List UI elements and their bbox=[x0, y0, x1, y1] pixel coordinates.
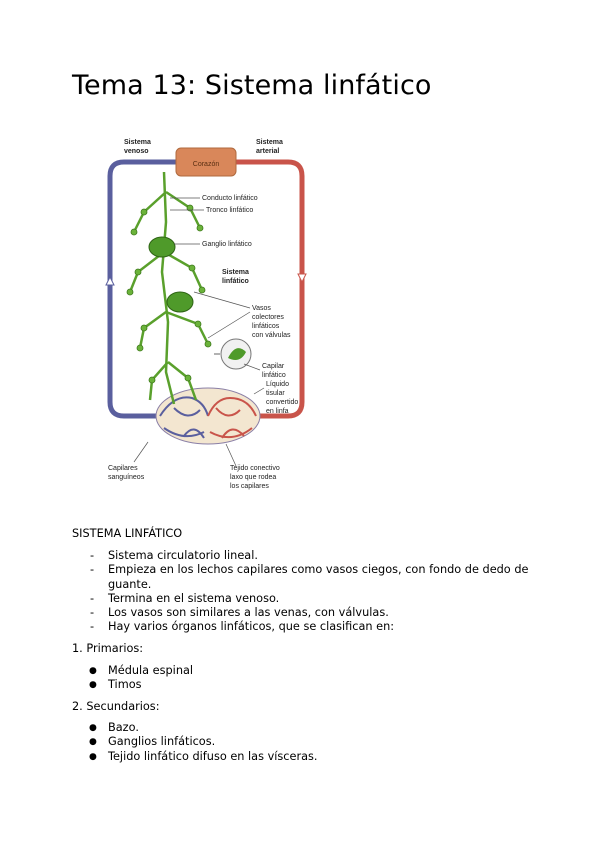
page-title: Tema 13: Sistema linfático bbox=[72, 70, 432, 101]
heart-box bbox=[175, 147, 237, 177]
svg-text:Líquido: Líquido bbox=[266, 381, 289, 388]
svg-text:Sistema: Sistema bbox=[222, 269, 249, 276]
svg-text:los capilares: los capilares bbox=[230, 483, 269, 490]
dash-marker: - bbox=[90, 549, 95, 562]
list-item: -Los vasos son similares a las venas, co… bbox=[90, 606, 389, 620]
svg-text:Tejido conectivo: Tejido conectivo bbox=[230, 465, 280, 472]
svg-text:tisular: tisular bbox=[266, 390, 285, 397]
svg-text:colectores: colectores bbox=[252, 314, 284, 321]
venous-vessel bbox=[107, 159, 176, 419]
svg-text:Sistema: Sistema bbox=[256, 139, 283, 146]
svg-text:arterial: arterial bbox=[256, 148, 279, 155]
secundarios-list: ●Bazo. ●Ganglios linfáticos. ●Tejido lin… bbox=[88, 721, 318, 764]
svg-text:sanguíneos: sanguíneos bbox=[108, 474, 145, 481]
svg-text:Ganglio linfático: Ganglio linfático bbox=[202, 241, 252, 248]
dash-marker: - bbox=[90, 606, 95, 620]
svg-text:Capilares: Capilares bbox=[108, 465, 138, 472]
svg-text:Capilar: Capilar bbox=[262, 363, 285, 370]
bullet-marker: ● bbox=[89, 723, 97, 733]
bullet-marker: ● bbox=[89, 751, 97, 762]
bullet-marker: ● bbox=[89, 680, 97, 691]
list-item: ●Timos bbox=[89, 678, 142, 692]
list-item: -Sistema circulatorio lineal. bbox=[90, 549, 258, 562]
svg-text:laxo que rodea: laxo que rodea bbox=[230, 474, 276, 481]
arterial-vessel bbox=[236, 159, 305, 419]
lymphatic-system-diagram: Corazón bbox=[104, 132, 318, 494]
bullet-marker: ● bbox=[89, 666, 97, 676]
svg-text:Vasos: Vasos bbox=[252, 305, 271, 312]
dash-list: -Sistema circulatorio lineal. -Empieza e… bbox=[88, 549, 538, 635]
lymph-node bbox=[166, 291, 194, 313]
svg-text:con válvulas: con válvulas bbox=[252, 332, 291, 339]
svg-text:Conducto linfático: Conducto linfático bbox=[202, 195, 258, 202]
dash-marker: - bbox=[90, 563, 95, 577]
list-item: ●Médula espinal bbox=[89, 664, 194, 677]
list-item: ●Tejido linfático difuso en las vísceras… bbox=[89, 749, 318, 763]
svg-text:convertido: convertido bbox=[266, 399, 298, 406]
svg-text:Tronco linfático: Tronco linfático bbox=[206, 207, 253, 214]
list-item: -Termina en el sistema venoso. bbox=[90, 591, 280, 605]
list-item: -Hay varios órganos linfáticos, que se c… bbox=[90, 620, 395, 634]
svg-text:linfático: linfático bbox=[262, 372, 286, 379]
svg-text:Corazón: Corazón bbox=[193, 161, 220, 168]
primarios-list: ●Médula espinal ●Timos bbox=[88, 664, 193, 693]
list-item: ●Bazo. bbox=[89, 721, 139, 734]
dash-marker: - bbox=[90, 591, 95, 605]
svg-text:venoso: venoso bbox=[124, 148, 149, 155]
secundarios-label: 2. Secundarios: bbox=[72, 700, 160, 713]
lymph-node bbox=[148, 236, 176, 258]
svg-text:en linfa: en linfa bbox=[266, 408, 289, 415]
list-item: -Empieza en los lechos capilares como va… bbox=[90, 563, 529, 591]
dash-marker: - bbox=[90, 620, 95, 634]
list-item: ●Ganglios linfáticos. bbox=[89, 735, 216, 749]
svg-text:linfático: linfático bbox=[222, 278, 249, 285]
svg-text:Sistema: Sistema bbox=[124, 139, 151, 146]
svg-text:linfáticos: linfáticos bbox=[252, 323, 280, 330]
primarios-label: 1. Primarios: bbox=[72, 642, 144, 655]
bullet-marker: ● bbox=[89, 737, 97, 748]
section-heading: SISTEMA LINFÁTICO bbox=[72, 527, 183, 540]
